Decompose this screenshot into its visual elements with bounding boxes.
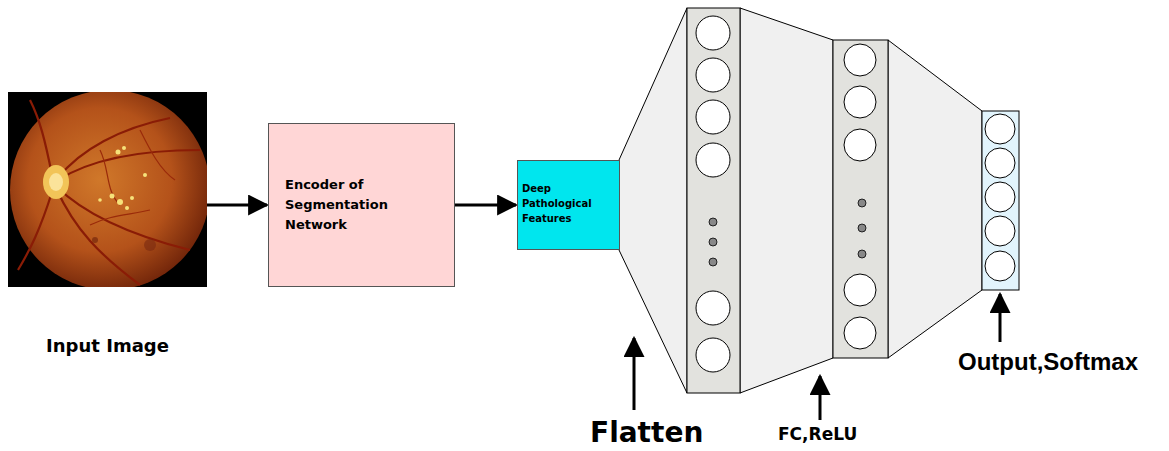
pointer-arrow — [999, 294, 1002, 342]
output-fan — [888, 40, 982, 358]
fundus-image — [8, 92, 207, 287]
feature-box: Deep Pathological Features — [517, 160, 620, 250]
output-layer — [982, 111, 1019, 290]
pointer-arrow — [819, 376, 822, 420]
layer-label: FC,ReLU — [778, 424, 857, 444]
flow-arrow — [455, 204, 516, 207]
process-box: Encoder of Segmentation Network — [268, 123, 455, 287]
pointer-arrow — [633, 338, 636, 410]
flow-arrow — [207, 204, 267, 207]
image-caption: Input Image — [0, 335, 227, 356]
box-text: Deep Pathological Features — [522, 181, 612, 226]
input-image: Input Image — [8, 92, 207, 287]
box-text: Encoder of Segmentation Network — [285, 175, 420, 235]
layer-label: Flatten — [590, 416, 703, 449]
flatten-fan — [619, 8, 687, 393]
flatten-layer — [687, 8, 740, 393]
dense-fan — [740, 8, 833, 393]
dense-layer — [833, 40, 888, 358]
layer-label: Output,Softmax — [958, 348, 1138, 376]
